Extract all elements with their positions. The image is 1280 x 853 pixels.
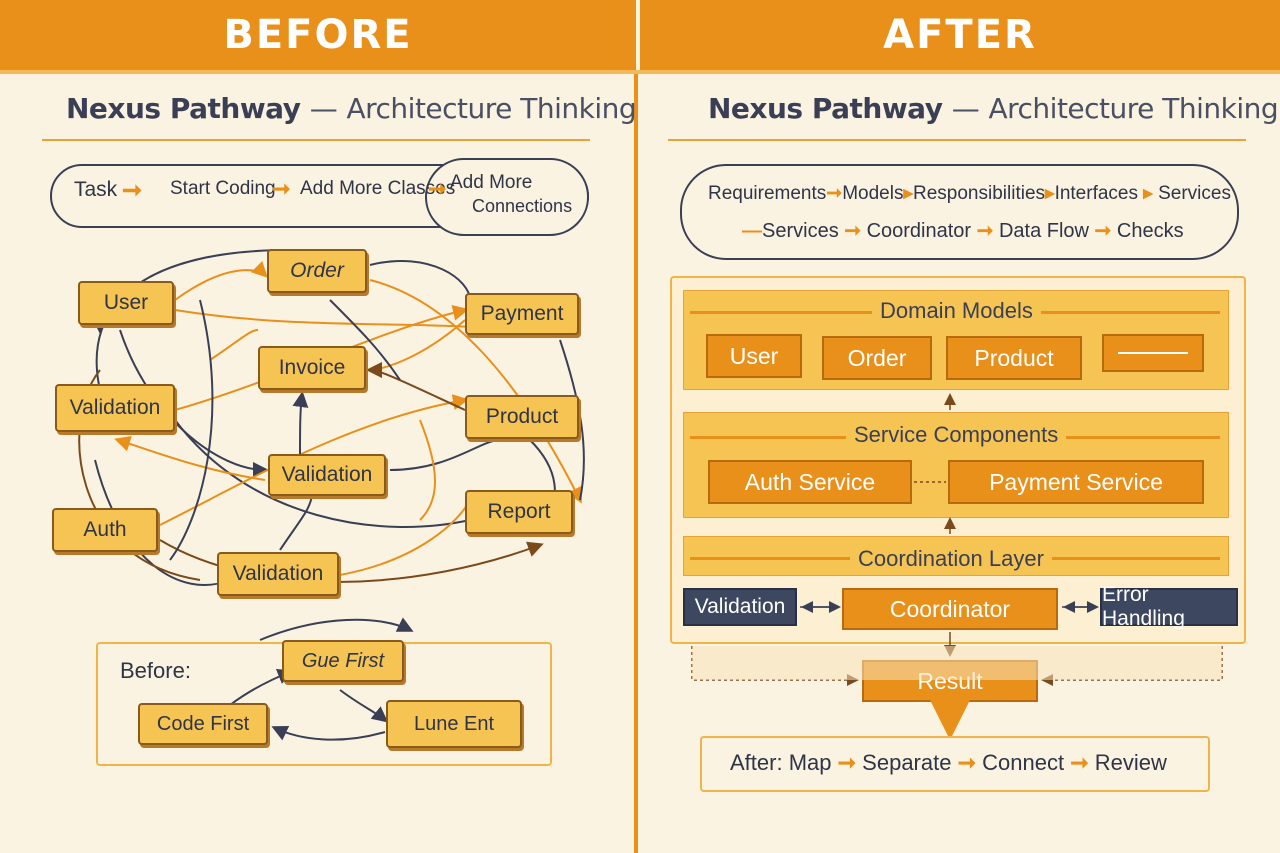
legend-guess-first: Gиe First: [282, 640, 404, 682]
node-order: Order: [267, 249, 367, 293]
before-flow-task: Task: [74, 178, 118, 201]
after-flow-cloud: [680, 164, 1239, 260]
node-report: Report: [465, 490, 573, 534]
before-title-dash: —: [309, 92, 338, 125]
coordinator-box: Coordinator: [842, 588, 1058, 630]
validation-box: Validation: [683, 588, 797, 626]
node-user: User: [78, 281, 174, 325]
node-validation-left: Validation: [55, 384, 175, 432]
node-invoice: Invoice: [258, 346, 366, 390]
auth-service: Auth Service: [708, 460, 912, 504]
node-validation-bottom: Validation: [217, 552, 339, 596]
domain-models-label: Domain Models: [872, 298, 1041, 324]
domain-user: User: [706, 334, 802, 378]
summary-connect: Connect: [982, 750, 1065, 775]
flow-services-2: Services: [762, 220, 839, 242]
before-flow-arrow-2: ➞: [272, 176, 291, 201]
node-payment: Payment: [465, 293, 579, 335]
before-title-rule: [42, 139, 590, 141]
before-title-sub: Architecture Thinking: [346, 92, 637, 125]
flow-models: Models: [842, 183, 904, 204]
before-flow-add-more: Add More: [450, 172, 533, 193]
payment-service: Payment Service: [948, 460, 1204, 504]
before-banner: BEFORE: [0, 0, 636, 70]
center-divider: [634, 74, 638, 853]
domain-product: Product: [946, 336, 1082, 380]
after-summary-label: After:: [730, 750, 783, 775]
flow-requirements: Requirements: [708, 183, 827, 204]
flow-services: Services: [1158, 183, 1231, 204]
summary-review: Review: [1094, 750, 1167, 775]
after-banner: AFTER: [640, 0, 1280, 70]
before-legend-label: Before:: [120, 658, 191, 683]
after-label: AFTER: [883, 12, 1037, 58]
after-title-main: Nexus Pathway: [708, 92, 943, 125]
banner-rule: [0, 70, 1280, 74]
summary-separate: Separate: [862, 750, 952, 775]
error-handling-box: Error Handling: [1100, 583, 1238, 630]
domain-order: Order: [822, 336, 932, 380]
after-title-dash: —: [951, 92, 980, 125]
after-title: Nexus Pathway — Architecture Thinking: [708, 92, 1279, 125]
before-flow-arrow-1: ➞: [122, 177, 143, 204]
before-flow-add-classes: Add More Classes: [300, 178, 456, 199]
node-auth: Auth: [52, 508, 158, 552]
legend-lune-ent: Lune Ent: [386, 700, 522, 748]
flow-interfaces: Interfaces: [1054, 183, 1138, 204]
after-flow-row2: —Services ➞ Coordinator ➞ Data Flow ➞ Ch…: [742, 220, 1184, 242]
node-validation-center: Validation: [268, 454, 386, 496]
after-summary-panel: [700, 736, 1210, 792]
service-components-label: Service Components: [846, 422, 1067, 448]
before-flow-cloud-bump: [425, 158, 589, 236]
coordination-label: Coordination Layer: [850, 546, 1052, 572]
flow-responsibilities: Responsibilities: [913, 183, 1046, 204]
after-title-rule: [668, 139, 1246, 141]
before-flow-start: Start Coding: [170, 178, 276, 199]
before-label: BEFORE: [223, 12, 413, 58]
node-product: Product: [465, 395, 579, 439]
flow-coordinator: Coordinator: [866, 220, 972, 242]
domain-placeholder: [1102, 334, 1204, 372]
before-flow-arrow-3: ➞: [428, 176, 447, 201]
after-summary-row: After: Map ➞ Separate ➞ Connect ➞ Review: [730, 750, 1167, 775]
flow-data-flow: Data Flow: [998, 220, 1089, 242]
before-title: Nexus Pathway — Architecture Thinking: [66, 92, 637, 125]
flow-checks: Checks: [1116, 220, 1184, 242]
after-flow-row1: Requirements➞Models▸Responsibilities▸Int…: [708, 183, 1231, 204]
after-title-sub: Architecture Thinking: [988, 92, 1279, 125]
legend-code-first: Code First: [138, 703, 268, 745]
summary-map: Map: [788, 750, 832, 775]
before-title-main: Nexus Pathway: [66, 92, 301, 125]
before-flow-connections: Connections: [472, 196, 573, 216]
